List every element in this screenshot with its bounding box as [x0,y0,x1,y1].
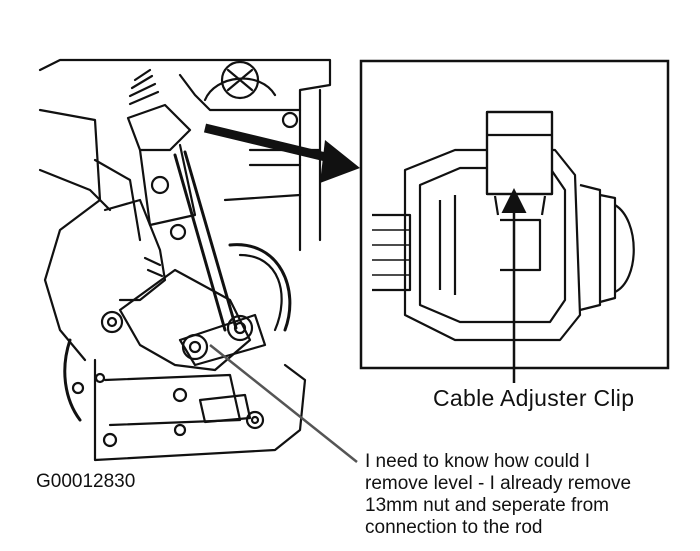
note-line: remove level - I already remove [365,473,632,494]
note-line: 13mm nut and seperate from [365,495,609,516]
note-line: connection to the rod [365,517,543,538]
annotation-leader-line [209,344,358,463]
callout-label: Cable Adjuster Clip [433,385,635,411]
inset-pointer-arrow [203,123,360,183]
inset-detail-box [359,59,670,383]
figure-id: G00012830 [36,471,136,492]
note-line: I need to know how could I [365,451,590,472]
main-assembly-illustration [38,58,332,462]
user-note: I need to know how could I remove level … [365,451,695,539]
